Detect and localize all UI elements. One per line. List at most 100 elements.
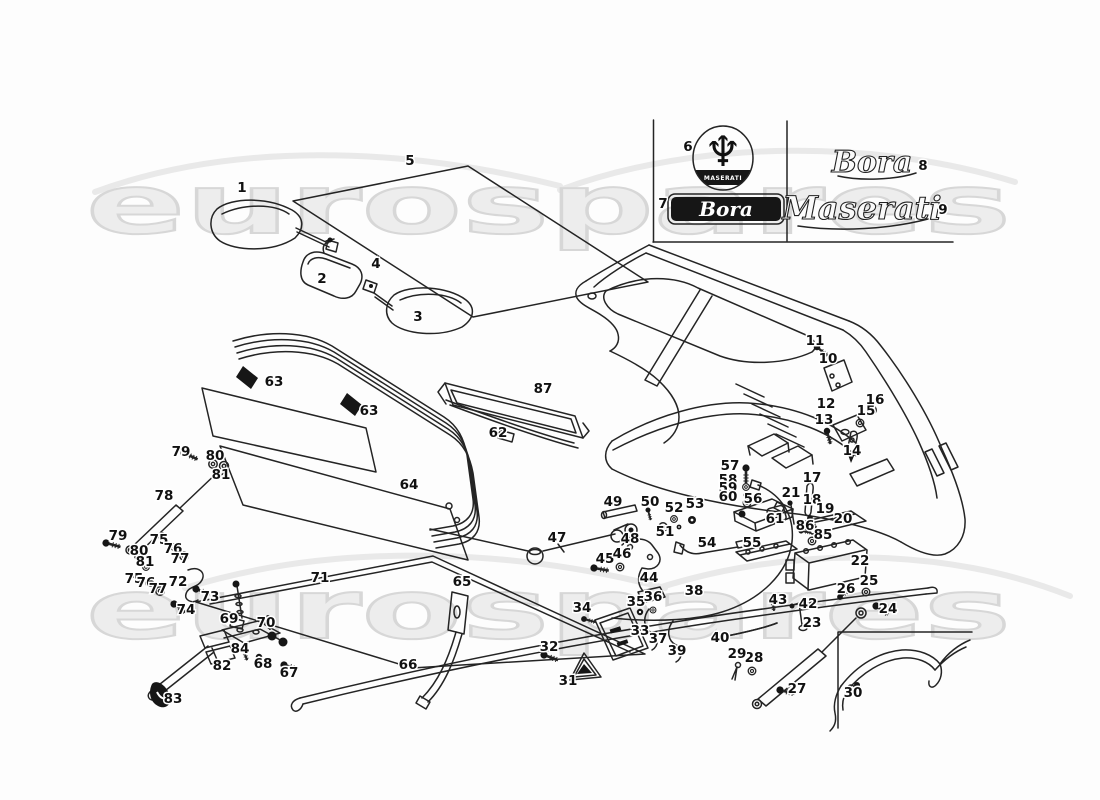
part-label-35: 35 — [627, 594, 646, 610]
part-label-46: 46 — [613, 546, 632, 562]
clevis-pin-49 — [600, 504, 638, 520]
part-label-10: 10 — [819, 351, 838, 367]
part-label-62: 62 — [489, 425, 508, 441]
pin-21 — [787, 500, 795, 525]
part-label-21: 21 — [782, 485, 801, 501]
gas-strut-left — [125, 460, 230, 555]
part-label-37: 37 — [649, 631, 668, 647]
model-nameplate: Bora — [667, 193, 785, 225]
hinge-44 — [621, 538, 666, 604]
part-label-52: 52 — [665, 500, 684, 516]
part-label-79: 79 — [172, 444, 191, 460]
part-label-14: 14 — [843, 443, 862, 459]
watermark-swoosh — [182, 552, 668, 591]
part-label-81: 81 — [212, 467, 231, 483]
link-rod-54 — [673, 539, 749, 555]
logo-ring — [692, 125, 754, 191]
part-label-38: 38 — [685, 583, 704, 599]
part-label-76: 76 — [164, 541, 183, 557]
part-label-70: 70 — [257, 615, 276, 631]
part-label-65: 65 — [453, 574, 472, 590]
part-label-3: 3 — [413, 309, 422, 325]
svg-text:Maserati: Maserati — [781, 189, 941, 227]
part-label-6: 6 — [683, 139, 692, 155]
part-label-7: 7 — [658, 196, 667, 212]
part-label-58: 58 — [719, 472, 738, 488]
louvers — [735, 383, 805, 448]
part-label-80: 80 — [130, 543, 149, 559]
part-label-51: 51 — [656, 524, 675, 540]
logo-band-text: MASERATI — [704, 175, 742, 182]
cable-barrel-48 — [610, 523, 638, 543]
car-body-shell — [575, 244, 966, 556]
part-label-49: 49 — [604, 494, 623, 510]
part-label-5: 5 — [405, 153, 414, 169]
engine-cover — [195, 555, 646, 669]
striker-plate-12 — [832, 414, 867, 442]
wedge-pin-17 — [804, 482, 814, 517]
release-cable-knob — [429, 528, 616, 565]
part-label-1: 1 — [237, 180, 246, 196]
part-label-63: 63 — [360, 403, 379, 419]
roof-headliner — [292, 165, 649, 318]
part-label-44: 44 — [640, 570, 659, 586]
part-label-87: 87 — [534, 381, 553, 397]
interior-mirror — [300, 237, 363, 300]
part-label-75: 75 — [150, 532, 169, 548]
part-label-74: 74 — [177, 602, 196, 618]
part-label-45: 45 — [596, 551, 615, 567]
part-label-26: 26 — [837, 581, 856, 597]
part-label-79: 79 — [109, 528, 128, 544]
part-label-27: 27 — [788, 681, 807, 697]
part-label-50: 50 — [641, 494, 660, 510]
part-label-40: 40 — [711, 630, 730, 646]
part-label-53: 53 — [686, 496, 705, 512]
emblem-panel: ♆ MASERATI Bora Bora Maserati — [652, 119, 954, 243]
part-label-32: 32 — [540, 639, 559, 655]
wheel-arch-inset — [829, 631, 973, 732]
part-label-82: 82 — [213, 658, 232, 674]
parcel-tray — [437, 382, 590, 449]
part-label-29: 29 — [728, 646, 747, 662]
part-label-20: 20 — [834, 511, 853, 527]
part-label-22: 22 — [851, 553, 870, 569]
part-label-59: 59 — [719, 480, 738, 496]
striker-plate-20 — [796, 510, 867, 535]
gas-strut-right — [751, 607, 867, 710]
model-nameplate-text: Bora — [698, 197, 753, 221]
part-label-24: 24 — [879, 601, 898, 617]
part-label-81: 81 — [136, 554, 155, 570]
cable-hooks — [644, 608, 682, 663]
part-label-77: 77 — [171, 551, 190, 567]
trident-icon: ♆ — [704, 127, 742, 176]
part-label-43: 43 — [769, 592, 788, 608]
part-label-47: 47 — [548, 530, 567, 546]
part-label-83: 83 — [164, 691, 183, 707]
rubber-buffer-83 — [150, 682, 171, 708]
part-label-17: 17 — [803, 470, 822, 486]
part-label-55: 55 — [743, 535, 762, 551]
part-label-61: 61 — [766, 511, 785, 527]
part-label-16: 16 — [866, 392, 885, 408]
part-label-39: 39 — [668, 643, 687, 659]
handle-plate-33 — [594, 607, 649, 661]
part-label-80: 80 — [206, 448, 225, 464]
sun-visor-left — [210, 199, 339, 253]
part-label-63: 63 — [265, 374, 284, 390]
watermark-text-top: eurospares — [86, 158, 1011, 253]
mesh-grille-upper — [201, 387, 377, 473]
part-label-36: 36 — [644, 589, 663, 605]
part-label-2: 2 — [317, 271, 326, 287]
mesh-grille-lower — [219, 445, 469, 561]
part-label-68: 68 — [254, 656, 273, 672]
visor-clip — [362, 279, 378, 294]
frame-clip — [236, 366, 258, 389]
grommet-61 — [766, 504, 787, 524]
latch-assembly — [221, 580, 288, 647]
part-label-4: 4 — [371, 256, 380, 272]
part-label-76: 76 — [137, 575, 156, 591]
part-label-34: 34 — [573, 600, 592, 616]
part-label-57: 57 — [721, 458, 740, 474]
